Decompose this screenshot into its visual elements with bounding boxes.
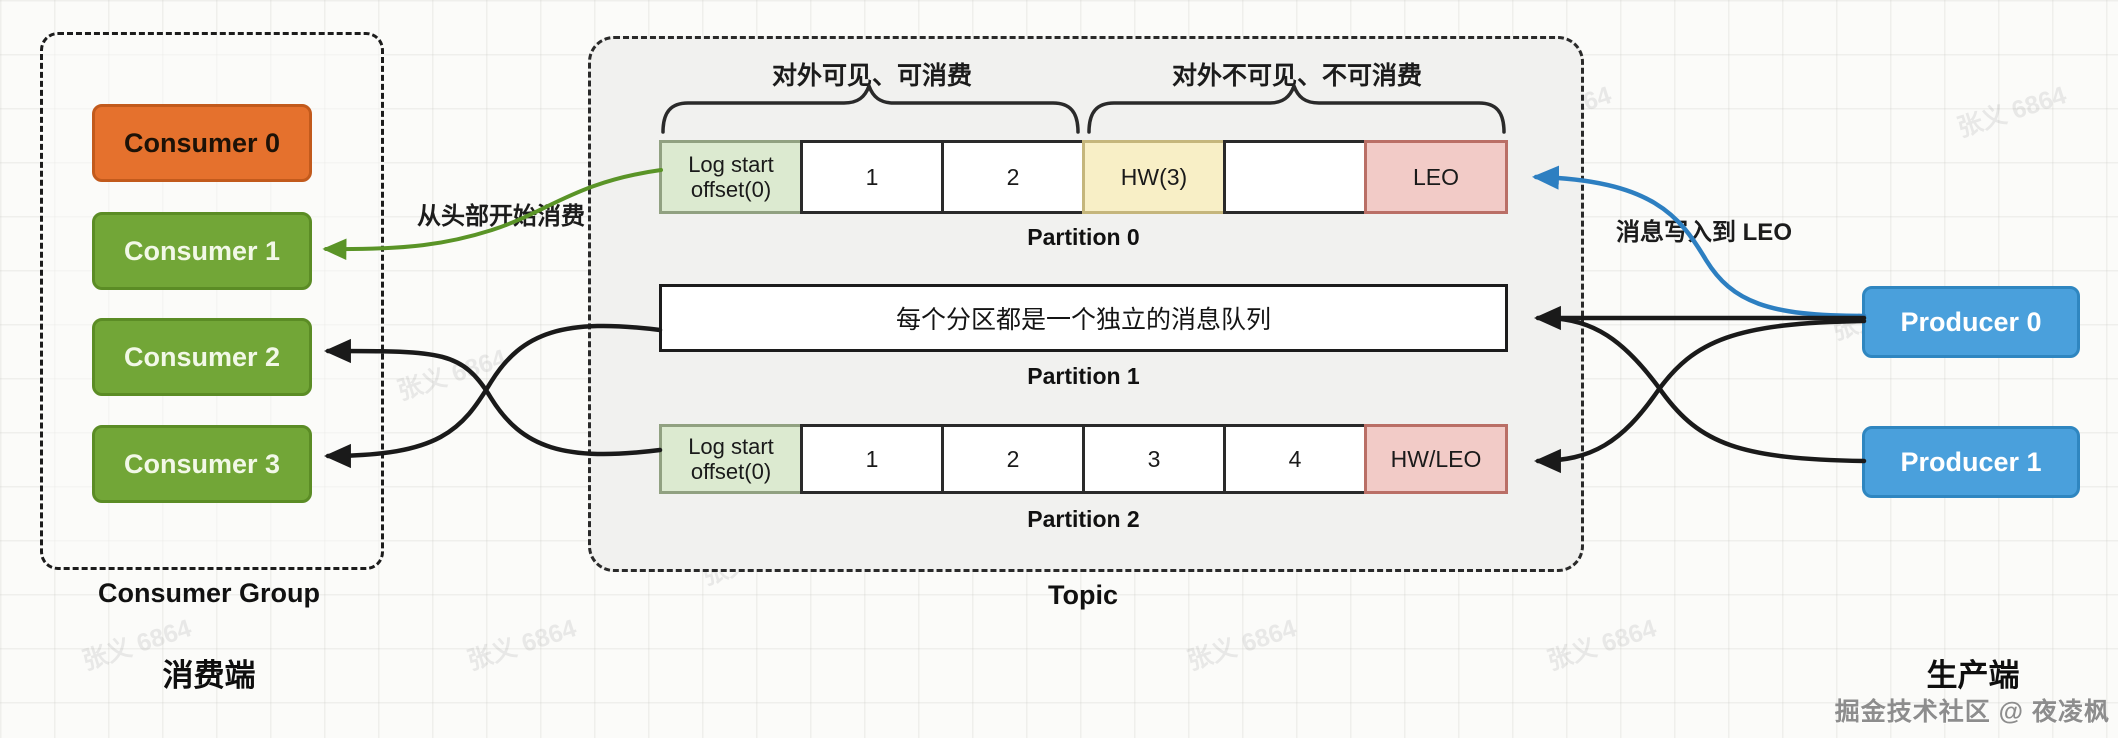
partition0-cell-1: 1 [800, 140, 944, 214]
partition-1-box: 每个分区都是一个独立的消息队列 [659, 284, 1508, 352]
producer-side-label: 生产端 [1926, 658, 2020, 693]
write-to-leo-label: 消息写入到 LEO [1615, 219, 1792, 246]
producer-0-label: Producer 0 [1900, 306, 2042, 337]
consumer-0-node: Consumer 0 [92, 104, 312, 182]
partition-0-row: Log start offset(0) 1 2 HW(3) LEO [659, 140, 1508, 214]
consumer-side-label: 消费端 [162, 658, 256, 693]
credit-watermark: 掘金技术社区 @ 夜凌枫 [1834, 698, 2110, 726]
consumer-3-label: Consumer 3 [123, 448, 281, 479]
partition2-cell-4: 4 [1223, 424, 1367, 494]
partition2-cell-1: 1 [800, 424, 944, 494]
arrow-producer1-to-partition1 [1545, 315, 1867, 464]
consumer-0-label: Consumer 0 [123, 127, 281, 158]
consumer-1-node: Consumer 1 [92, 212, 312, 290]
consumer-1-label: Consumer 1 [123, 235, 281, 266]
partition0-cell-2: 2 [941, 140, 1085, 214]
producer-1-node: Producer 1 [1862, 426, 2080, 498]
partition2-cell-hw-leo: HW/LEO [1364, 424, 1508, 494]
partition-0-label: Partition 0 [1027, 224, 1140, 250]
consumer-2-label: Consumer 2 [123, 341, 281, 372]
partition2-cell-log-start-offset: Log start offset(0) [659, 424, 803, 494]
watermark-text: 张义 6864 [1184, 614, 1300, 676]
partition-1-note: 每个分区都是一个独立的消息队列 [895, 306, 1271, 334]
consume-from-head-label: 从头部开始消费 [417, 203, 585, 230]
producer-1-label: Producer 1 [1900, 446, 2042, 477]
watermark-text: 张义 6864 [394, 344, 510, 406]
watermark-text: 张义 6864 [1954, 81, 2070, 143]
consumer-2-node: Consumer 2 [92, 318, 312, 396]
partition0-cell-log-start-offset: Log start offset(0) [659, 140, 803, 214]
visible-consumable-note: 对外可见、可消费 [771, 62, 972, 90]
topic-title: Topic [1048, 580, 1118, 610]
invisible-not-consumable-note: 对外不可见、不可消费 [1171, 62, 1422, 90]
producer-0-node: Producer 0 [1862, 286, 2080, 358]
partition-1-label: Partition 1 [1027, 363, 1140, 389]
partition-2-row: Log start offset(0) 1 2 3 4 HW/LEO [659, 424, 1508, 494]
consumer-3-node: Consumer 3 [92, 425, 312, 503]
partition0-cell-hw: HW(3) [1082, 140, 1226, 214]
partition0-cell-leo: LEO [1364, 140, 1508, 214]
consumer-group-title: Consumer Group [97, 578, 320, 608]
watermark-text: 张义 6864 [1544, 614, 1660, 676]
watermark-text: 张义 6864 [464, 614, 580, 676]
partition0-cell-empty [1223, 140, 1367, 214]
partition2-cell-3: 3 [1082, 424, 1226, 494]
arrow-producer0-to-partition2 [1533, 318, 1867, 474]
partition2-cell-2: 2 [941, 424, 1085, 494]
partition-2-label: Partition 2 [1027, 506, 1140, 532]
